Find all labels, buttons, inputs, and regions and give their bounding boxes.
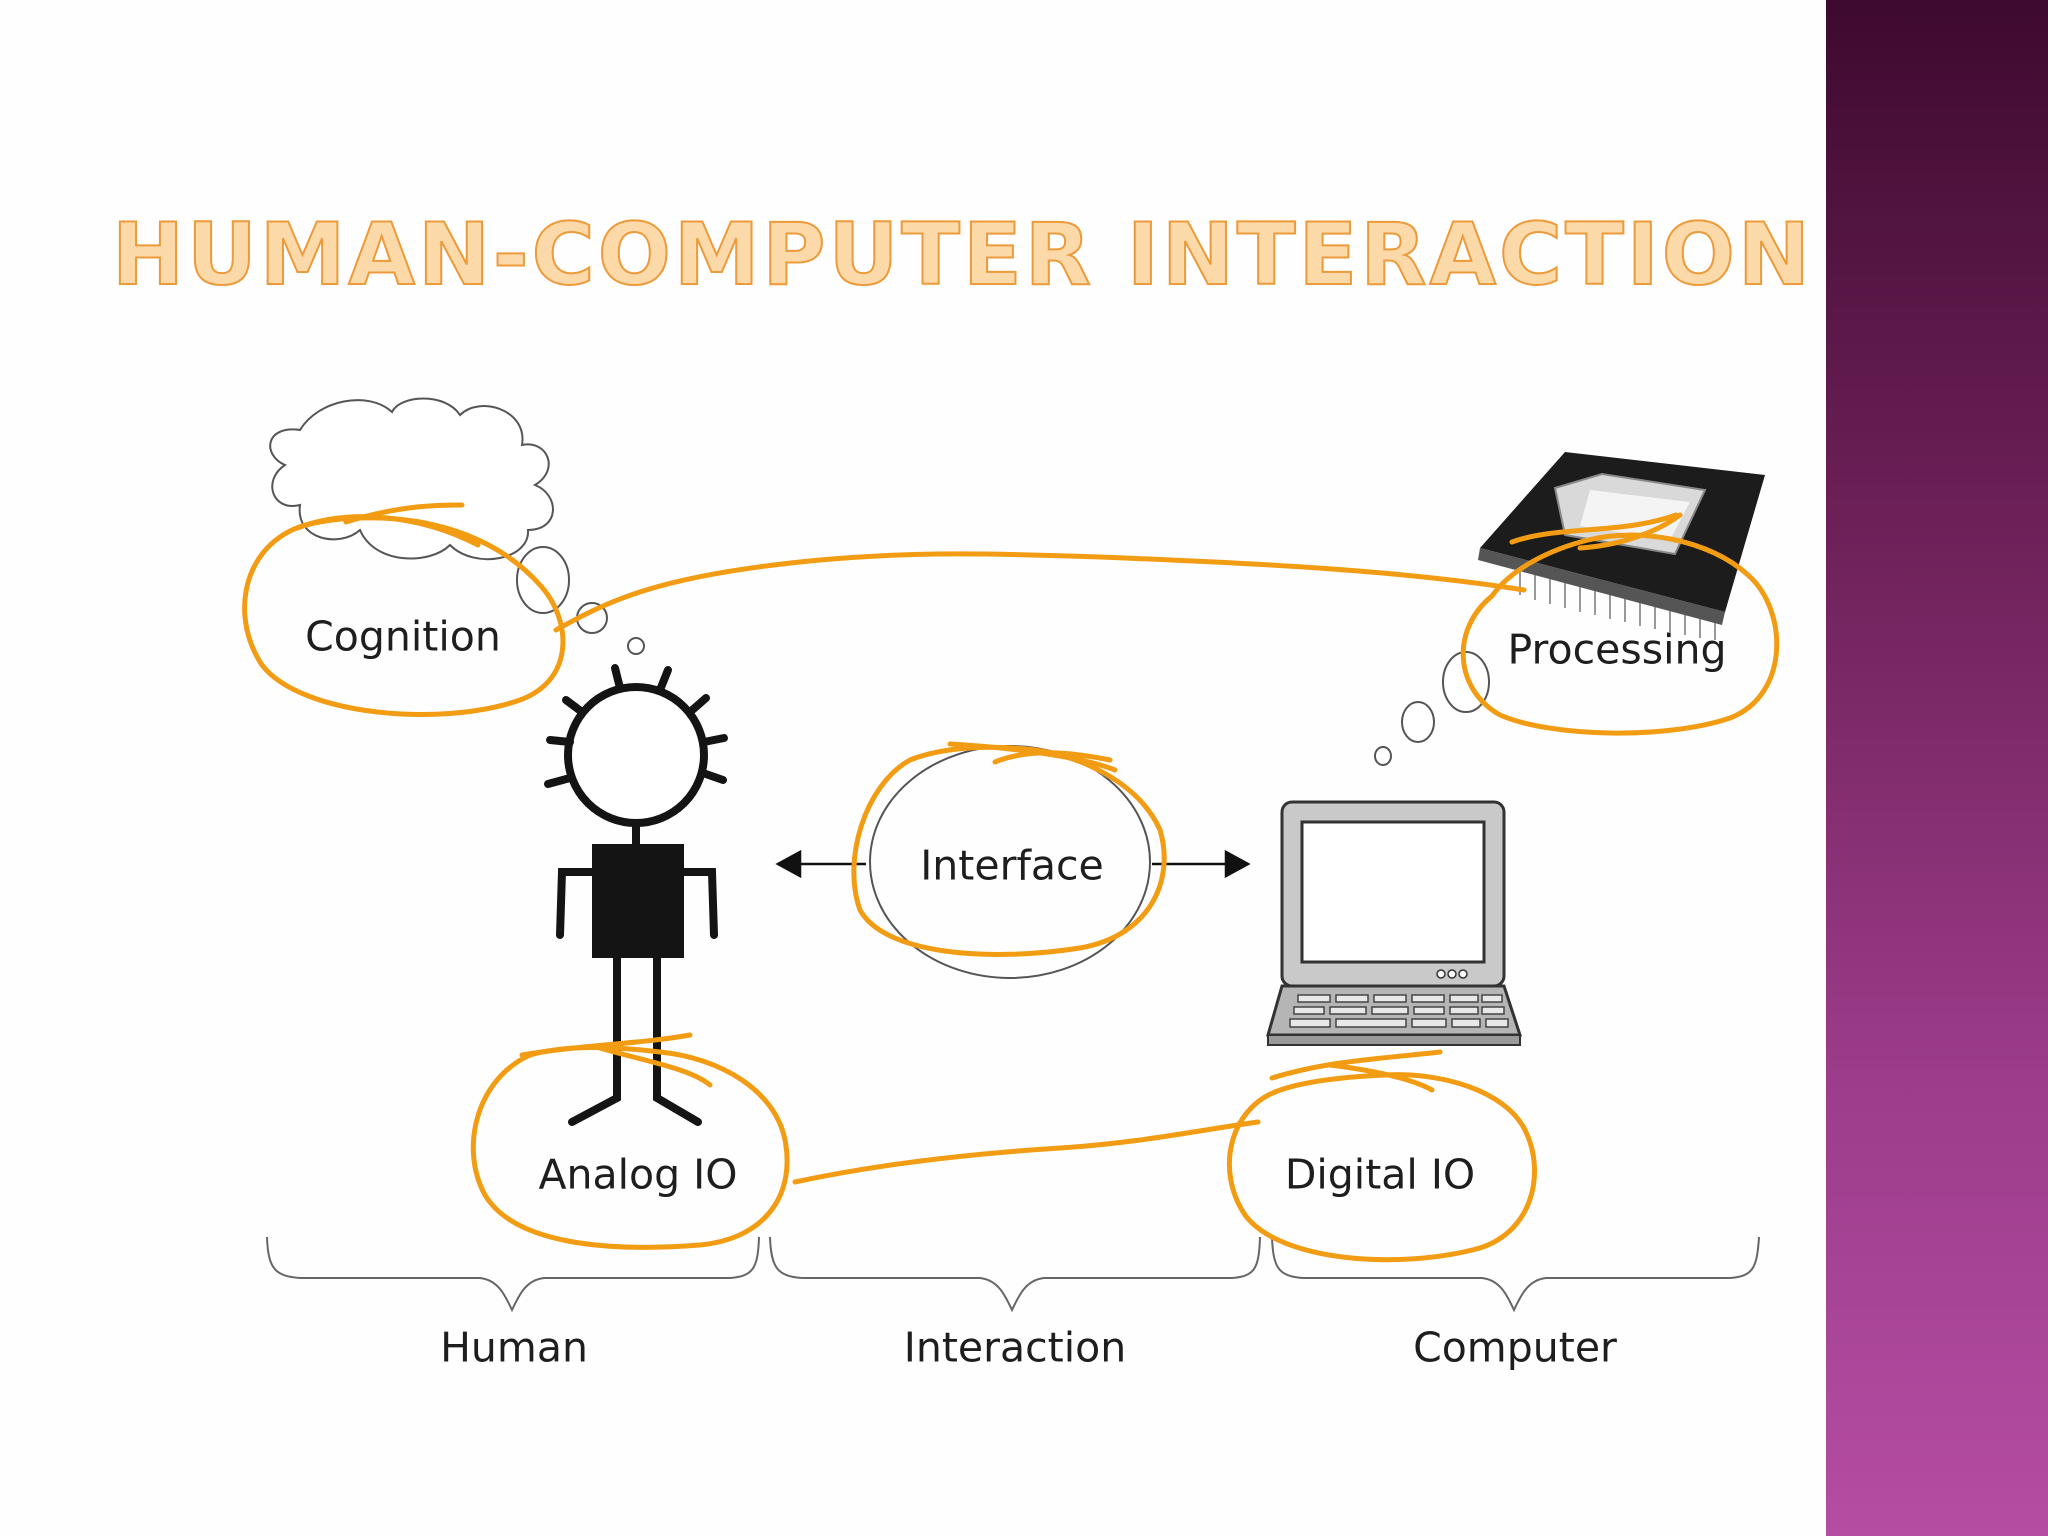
- cognition-processing-link: [553, 551, 1527, 633]
- analog-io-annotation-circle: [470, 1045, 790, 1250]
- hci-diagram: [242, 397, 1780, 1313]
- processing-label: Processing: [1507, 625, 1727, 674]
- group-label-interaction: Interaction: [903, 1323, 1127, 1372]
- stick-figure-icon: [544, 664, 728, 1126]
- brace-human: [266, 1236, 760, 1313]
- cognition-annotation-strike: [294, 502, 481, 548]
- digital-io-annotation-strike: [1269, 1049, 1443, 1093]
- brace-interaction: [769, 1236, 1261, 1313]
- interface-label: Interface: [920, 841, 1104, 890]
- laptop-icon: [1266, 800, 1523, 1046]
- decorative-sidebar: [1826, 0, 2048, 1536]
- slide-title: HUMAN-COMPUTER INTERACTION: [111, 205, 1813, 305]
- analog-io-annotation-strike: [519, 1032, 713, 1088]
- group-label-computer: Computer: [1413, 1323, 1617, 1372]
- annotation-strokes: [242, 502, 1780, 1263]
- digital-io-label: Digital IO: [1284, 1150, 1476, 1199]
- cpu-chip-icon: [1478, 452, 1765, 640]
- analog-digital-link: [792, 1119, 1261, 1185]
- brace-computer: [1271, 1236, 1760, 1313]
- analog-io-label: Analog IO: [538, 1150, 738, 1199]
- processing-annotation-circle: [1460, 532, 1780, 736]
- grouping-braces: [266, 1236, 1760, 1313]
- cognition-label: Cognition: [305, 612, 501, 661]
- group-label-human: Human: [440, 1323, 588, 1372]
- processing-annotation-strike: [1509, 512, 1683, 551]
- slide: HUMAN-COMPUTER INTERACTION: [111, 205, 1813, 1372]
- computer-thought-bubbles-icon: [1374, 651, 1490, 766]
- interface-annotation-strike: [947, 741, 1118, 773]
